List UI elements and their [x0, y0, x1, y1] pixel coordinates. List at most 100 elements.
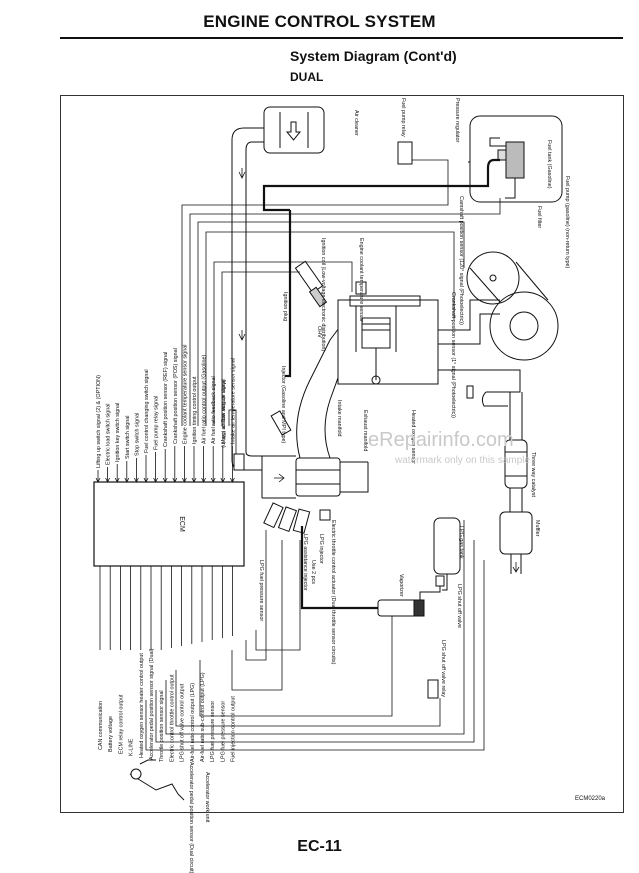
- ecm-input-arrow: [201, 477, 206, 483]
- ecm-input-label: Stop switch signal: [134, 413, 140, 456]
- label-lpg-shutoff-valve-relay: LPG shut off valve relay: [440, 640, 446, 697]
- label-fuel-pump-relay: Fuel pump relay: [400, 98, 406, 137]
- ecm-output-label: LPG fuel pressure sensor: [220, 701, 226, 762]
- lpg-gas-tank: [433, 517, 461, 575]
- ecm-input-arrow: [153, 477, 158, 483]
- diagram-ref-code: ECM0220a: [575, 796, 606, 802]
- lpg-injector-1: [263, 502, 284, 529]
- harness-line: [213, 261, 353, 426]
- ecm-input-arrow: [114, 477, 120, 483]
- label-ignition-coil: Ignition coil (Low-voltage electronic di…: [320, 238, 326, 351]
- ecm-input-arrow: [143, 477, 149, 483]
- harness-line: [175, 670, 441, 727]
- ecm-input-label: Fuel control changing switch signal: [144, 369, 150, 453]
- label-vaporizer: Vaporizer: [398, 574, 404, 597]
- label-camshaft-position-sensor: Camshaft position sensor (120° signal (P…: [458, 196, 464, 325]
- label-injector: Injector (Gasoline and MPI type): [280, 366, 286, 444]
- ignition-coil: [294, 260, 324, 294]
- ecm-output-label: Heated oxygen sensor heater control outp…: [139, 653, 145, 758]
- label-accelerator-work-unit: Accelerator work unit: [204, 772, 210, 823]
- throttle-actuator: [319, 509, 331, 521]
- accelerator-pedal: [129, 773, 185, 801]
- label-throttle-actuator: Electric throttle control actuator (Dual…: [330, 520, 336, 665]
- lpg-shutoff-valve: [435, 575, 445, 587]
- ecm-input-arrow: [210, 477, 216, 483]
- label-lpg-gas-tank: LPG gas tank: [458, 526, 464, 559]
- ecm-input-label: Start switch signal: [125, 416, 131, 459]
- ecm-input-label: Engine coolant temperature sensor signal: [182, 345, 188, 445]
- ecm-input-label: Ignition timing control output: [192, 376, 198, 444]
- ecm-input-arrow: [124, 477, 130, 483]
- ecm-output-label: K-LINE: [129, 738, 135, 756]
- label-fuel-tank: Fuel tank (Gasoline): [546, 140, 552, 189]
- ecm-input-label: Electric load switch signal: [106, 404, 112, 465]
- pressure-regulator: [497, 149, 507, 161]
- label-muffler: Muffler: [534, 520, 540, 537]
- gasoline-injector: [270, 410, 292, 436]
- label-mass-air-flow-sensor: Mass air flow sensor (Slit-in): [220, 380, 226, 448]
- ecm-box: [93, 481, 245, 567]
- page-title: ENGINE CONTROL SYSTEM: [203, 12, 436, 31]
- label-fuel-pump: Fuel pump (gasoline) (non-return type): [564, 176, 570, 268]
- lpg-injector-2: [277, 506, 298, 533]
- ecm-output-label: Accelerator pedal position sensor signal…: [149, 648, 155, 760]
- harness-line: [155, 540, 475, 743]
- ecm-output-label: Electric control throttle control output: [169, 674, 175, 762]
- label-accelerator-pedal-sensor: Accelerator pedal position sensor (Dual …: [188, 762, 194, 873]
- page-number: EC-11: [297, 838, 342, 855]
- ecm-input-label: Ignition key switch signal: [115, 403, 121, 462]
- ecm-output-label: Throttle position sensor signal: [159, 690, 165, 762]
- ecm-output-label: Air-fuel ratio control output (LPG): [190, 683, 196, 762]
- label-air-cleaner: Air cleaner: [353, 110, 359, 136]
- ecm-input-arrow: [95, 477, 101, 483]
- ecm-output-label: CAN communication: [98, 701, 104, 750]
- label-use-2-pcs: Use 2 pcs: [310, 560, 316, 584]
- harness-line: [228, 409, 237, 454]
- ecm-input-arrow: [182, 477, 187, 483]
- ecm-input-arrow: [220, 477, 226, 483]
- engine-block: [337, 299, 439, 385]
- ecm-input-arrow: [191, 477, 197, 483]
- ecm-input-label: Intake air temperature sensor signal: [230, 358, 236, 444]
- label-heated-oxygen-sensor: Heated oxygen sensor: [410, 410, 416, 464]
- label-intake-manifold: Intake manifold: [336, 400, 342, 437]
- ecm-output-label: ECM relay control output: [118, 694, 124, 754]
- air-flow-arrow: [285, 121, 302, 141]
- fuel-pump-relay: [397, 141, 413, 165]
- ecm-output-label: LPG shut off valve control output: [180, 683, 186, 762]
- ecm-input-arrow: [105, 477, 110, 483]
- ecm-output-label: Air-fuel ratio sub-control output (LPG): [200, 672, 206, 762]
- label-lpg-injector: LPG injector: [318, 534, 324, 564]
- harness-line: [181, 159, 449, 426]
- ecm-input-arrow: [162, 477, 168, 483]
- ecm-label: ECM: [178, 516, 185, 532]
- air-cleaner: [263, 106, 325, 154]
- harness-line: [197, 221, 465, 426]
- lpg-assist-injector: [292, 508, 311, 534]
- harness-line: [231, 540, 283, 691]
- fuel-tank-gasoline: [469, 115, 563, 203]
- label-lpg-fuel-pressure-sensor: LPG fuel pressure sensor: [258, 560, 264, 621]
- ecm-output-label: Battery voltage: [108, 716, 114, 752]
- fuel-pump: [505, 141, 525, 179]
- diagram-frame: [60, 95, 624, 813]
- label-three-way-catalyst: Three way catalyst: [530, 452, 536, 497]
- label-crankshaft-position-sensor: Crankshaft position sensor (1° signal (P…: [450, 292, 456, 418]
- section-subtitle: System Diagram (Cont'd): [290, 48, 457, 64]
- mass-air-flow-sensor: [233, 453, 245, 471]
- throttle-body: [295, 457, 341, 497]
- lpg-shutoff-valve-relay: [427, 679, 439, 699]
- label-fuel-filter: Fuel filter: [536, 206, 542, 228]
- harness-line: [221, 271, 300, 426]
- variant-label: DUAL: [290, 70, 324, 84]
- ecm-input-label: Air fuel ratio feedback signal: [211, 376, 217, 444]
- label-exhaust-manifold: Exhaust manifold: [362, 410, 368, 451]
- label-ignition-plug: Ignition plug: [282, 292, 288, 321]
- label-engine-coolant-temp-sensor: Engine coolant temperature sensor: [358, 238, 364, 322]
- watermark-subtext: watermark only on this sample: [394, 455, 530, 466]
- harness-line: [245, 530, 267, 661]
- harness-line: [199, 616, 393, 717]
- label-ohv: OHV: [316, 326, 322, 338]
- watermark-text: eRepairinfo.com: [368, 429, 514, 451]
